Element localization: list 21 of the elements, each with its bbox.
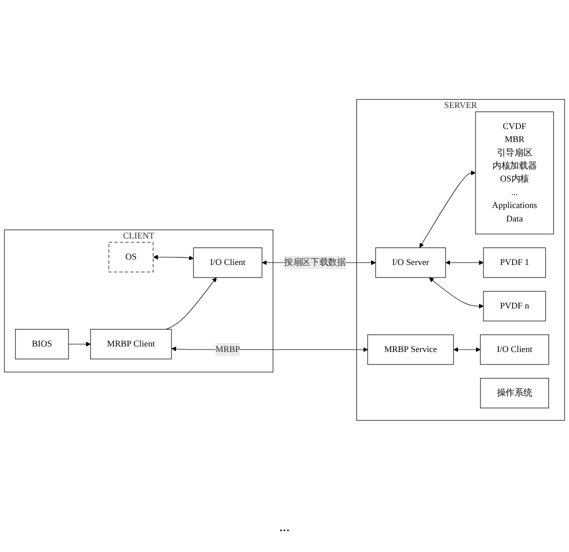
arrow <box>454 347 481 352</box>
arrow <box>428 278 484 309</box>
edge-label: MRBP <box>216 344 240 354</box>
arrow <box>153 254 194 260</box>
node-box: BIOS <box>15 329 69 360</box>
node-box: I/O Client <box>193 248 262 278</box>
note-text: ... <box>279 520 290 535</box>
arrow <box>419 170 476 248</box>
node-box: OS <box>108 242 154 272</box>
node-box: I/O Client <box>480 334 550 365</box>
edge-label: 按扇区下载数据 <box>284 258 346 268</box>
arrow <box>446 260 484 266</box>
arrow <box>166 277 217 330</box>
node-box: 操作系统 <box>480 378 549 408</box>
node-box: PVDF n <box>483 291 546 322</box>
node-box: CVDF MBR 引导扇区 内核加载器 OS内核 ... Applications Data <box>475 112 554 234</box>
node-box: PVDF 1 <box>483 248 546 278</box>
node-box: MRBP Client <box>90 329 172 360</box>
node-box: MRBP Service <box>367 334 454 365</box>
arrow <box>68 342 91 347</box>
node-box: I/O Server <box>375 248 446 278</box>
